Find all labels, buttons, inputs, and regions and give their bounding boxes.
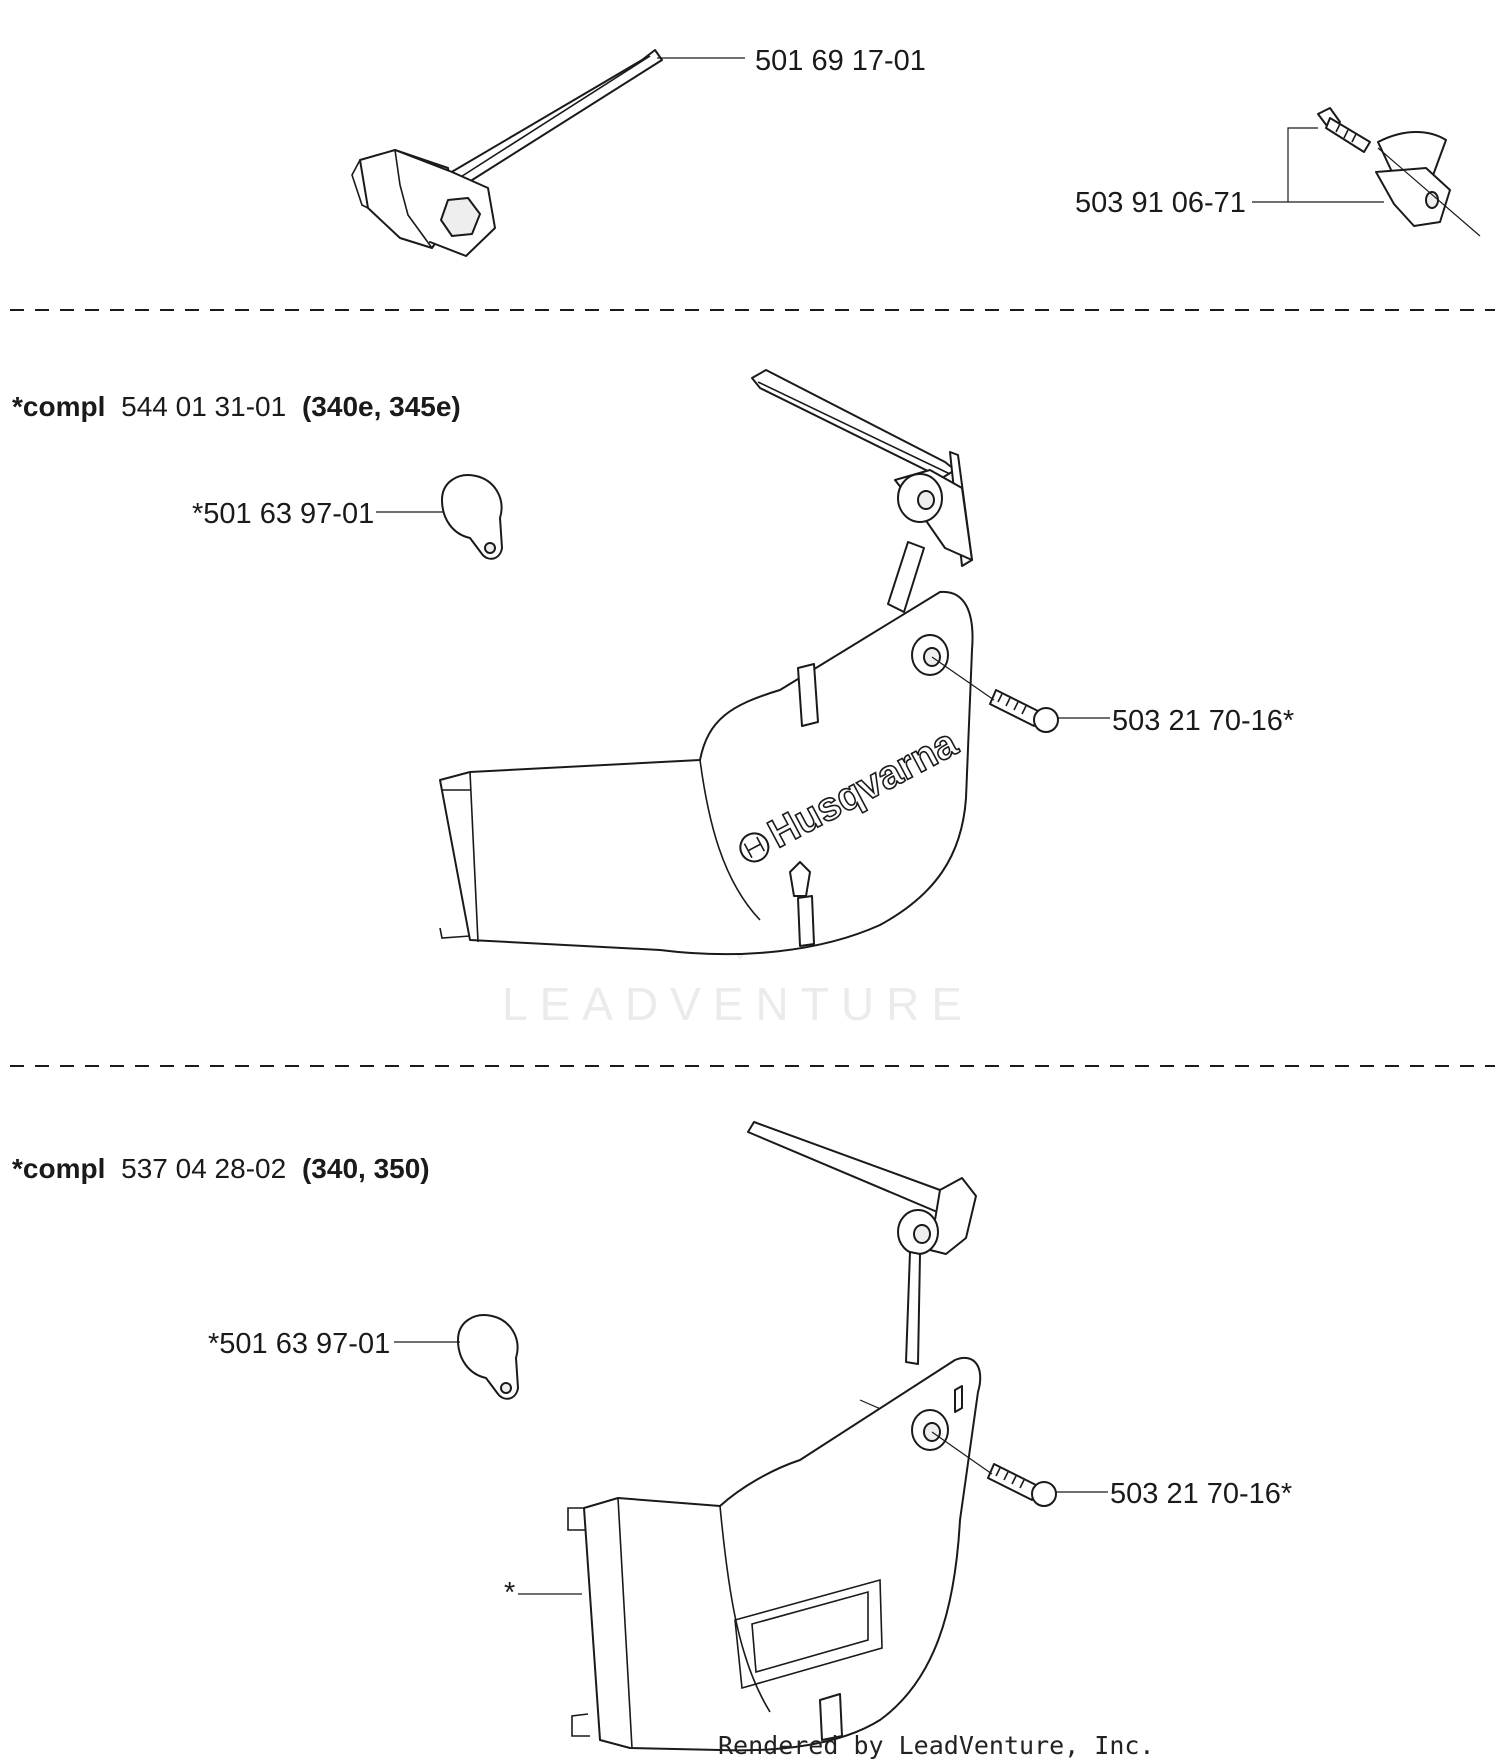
- middle-section-header: *compl 544 01 31-01 (340e, 345e): [12, 391, 461, 422]
- bottom-washer-label: *501 63 97-01: [208, 1328, 390, 1360]
- bottom-brake-handle: [747, 1121, 977, 1421]
- tool-part-label: 501 69 17-01: [755, 45, 926, 77]
- screw-and-clip-kit: [1317, 107, 1481, 237]
- bottom-cover-label: *: [504, 1577, 515, 1609]
- middle-washer-label: *501 63 97-01: [192, 498, 374, 530]
- bottom-section-header: *compl 537 04 28-02 (340, 350): [12, 1153, 430, 1184]
- middle-brake-handle: [751, 369, 973, 613]
- middle-screw-label: 503 21 70-16*: [1112, 705, 1294, 737]
- kit-bracket-leader: [1252, 127, 1384, 203]
- bottom-screw: [931, 1431, 1057, 1507]
- watermark-text: LEADVENTURE: [502, 978, 974, 1030]
- middle-screw: [931, 656, 1059, 733]
- bottom-brake-cover: [567, 1357, 982, 1752]
- combination-tool: [351, 49, 663, 257]
- middle-brake-cover: Husqvarna: [439, 590, 974, 956]
- kit-part-label: 503 91 06-71: [1075, 187, 1246, 219]
- bottom-washer: [457, 1314, 519, 1400]
- render-credit: Rendered by LeadVenture, Inc.: [718, 1731, 1155, 1760]
- bottom-screw-label: 503 21 70-16*: [1110, 1478, 1292, 1510]
- middle-washer: [441, 474, 503, 560]
